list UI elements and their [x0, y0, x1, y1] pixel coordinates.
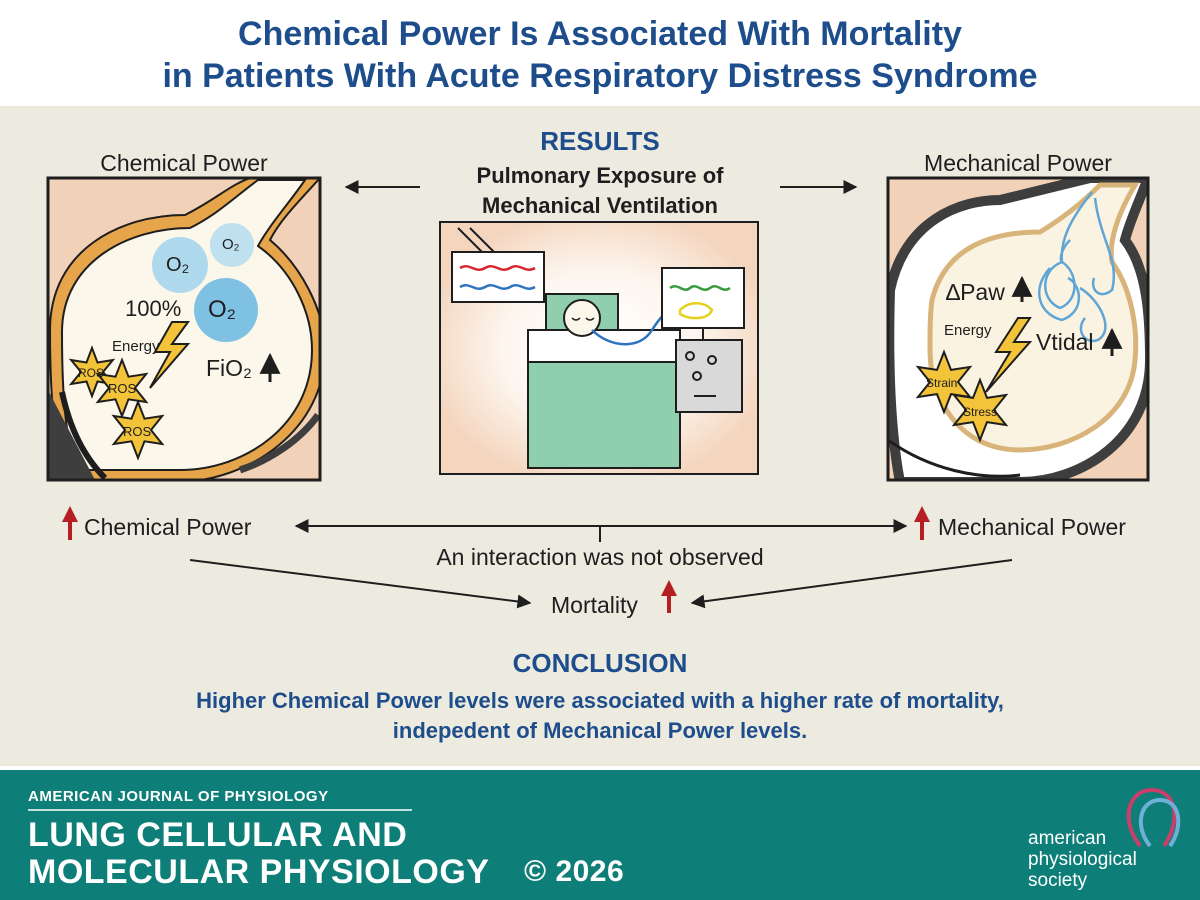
- delta-paw-label: ∆Paw: [946, 279, 1005, 305]
- vtidal-label: Vtidal: [1036, 329, 1094, 355]
- red-up-arrows: [62, 506, 930, 613]
- ros-label-3: ROS: [123, 424, 152, 439]
- mechanical-alveolus: [886, 176, 1150, 482]
- copyright: © 2026: [524, 855, 625, 888]
- results-subtitle-line-2: Mechanical Ventilation: [482, 193, 718, 218]
- chemical-power-label: Chemical Power: [84, 514, 252, 540]
- mechanical-power-title: Mechanical Power: [924, 150, 1112, 176]
- oxygen-percent: 100%: [125, 296, 182, 321]
- results-heading: RESULTS: [540, 126, 660, 156]
- relation-arrows: [189, 180, 1013, 609]
- journal-name-line-2: MOLECULAR PHYSIOLOGY: [28, 853, 490, 891]
- strain-label: Strain: [926, 376, 958, 390]
- society-name-line-1: american: [1028, 828, 1107, 849]
- ros-label-2: ROS: [108, 381, 137, 396]
- conclusion-line-1: Higher Chemical Power levels were associ…: [196, 688, 1004, 713]
- stress-label: Stress: [963, 405, 998, 419]
- mortality-label: Mortality: [551, 592, 638, 618]
- o2-label-3: O₂: [208, 296, 236, 323]
- o2-label-2: O₂: [222, 236, 240, 253]
- conclusion-line-2: indepedent of Mechanical Power levels.: [392, 718, 808, 743]
- mechanical-power-label: Mechanical Power: [938, 514, 1126, 540]
- ros-stars: [68, 345, 165, 461]
- journal-name-small: AMERICAN JOURNAL OF PHYSIOLOGY: [28, 788, 329, 805]
- mechanical-energy-label: Energy: [944, 322, 992, 339]
- journal-name-line-1: LUNG CELLULAR AND: [28, 816, 408, 854]
- title-line-1: Chemical Power Is Associated With Mortal…: [238, 15, 962, 53]
- ventilation-scene: [439, 221, 759, 475]
- o2-label-1: O₂: [166, 254, 190, 276]
- conclusion-heading: CONCLUSION: [512, 648, 688, 678]
- chemical-energy-label: Energy: [112, 338, 160, 355]
- title-line-2: in Patients With Acute Respiratory Distr…: [162, 57, 1038, 95]
- society-name-line-2: physiological: [1028, 849, 1137, 870]
- society-name-line-3: society: [1028, 870, 1088, 891]
- society-logo-icon: [1126, 787, 1181, 848]
- chemical-power-title: Chemical Power: [100, 150, 268, 176]
- ros-label-1: ROS: [78, 366, 105, 380]
- interaction-note: An interaction was not observed: [436, 544, 764, 570]
- results-subtitle-line-1: Pulmonary Exposure of: [476, 163, 724, 188]
- fio2-label: FiO₂: [206, 355, 252, 381]
- chemical-alveolus: [46, 176, 322, 482]
